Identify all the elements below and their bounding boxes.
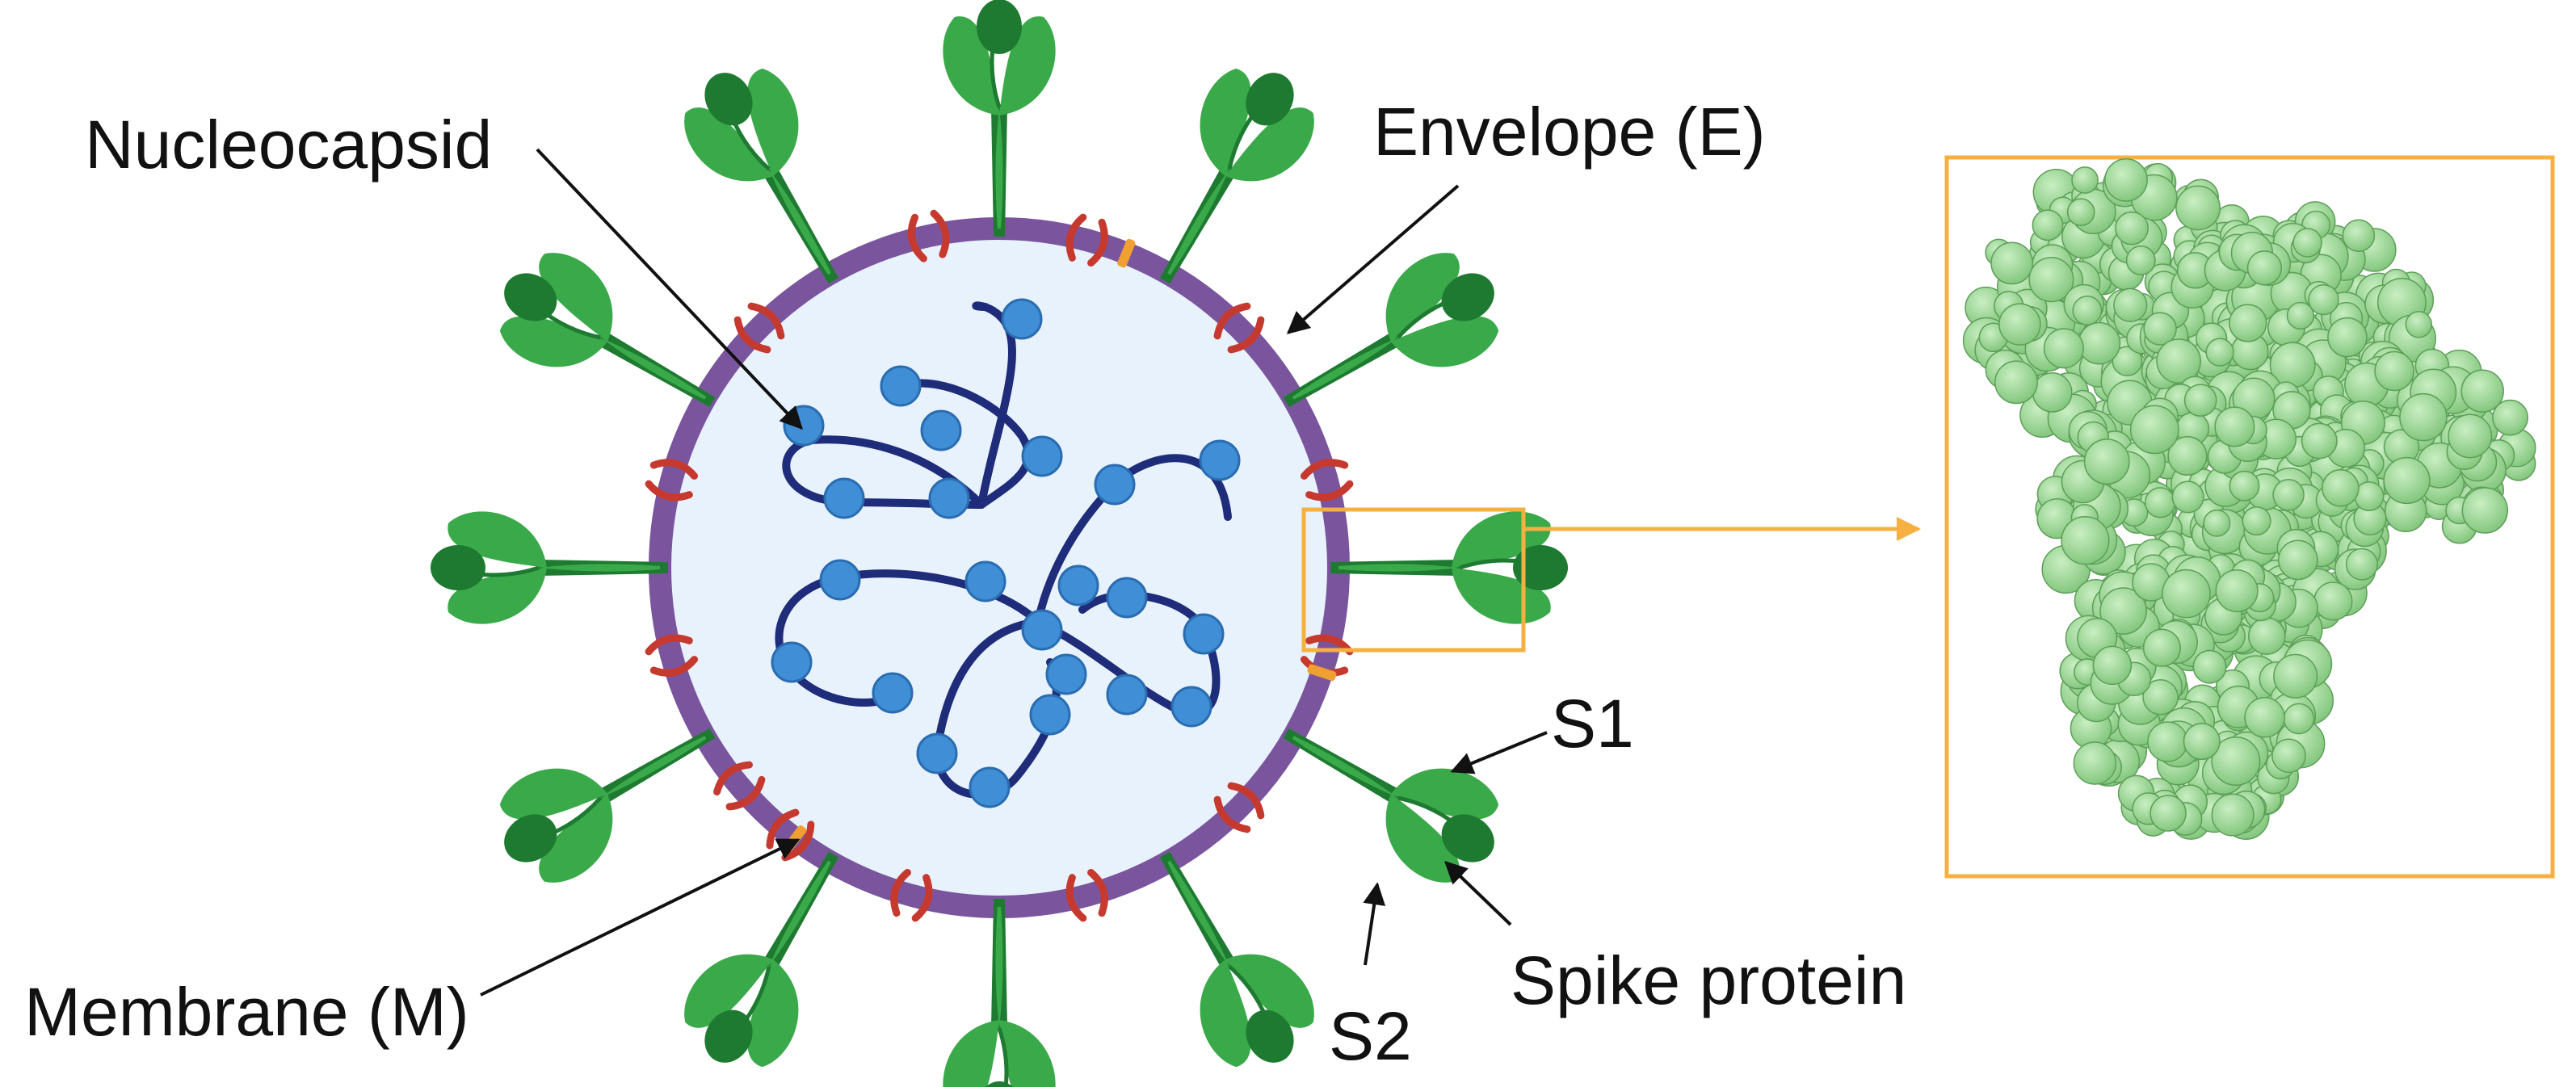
nucleocapsid-bead [819,559,861,601]
nucleocapsid-bead [1021,435,1063,477]
rna-strand [775,569,1042,707]
nucleocapsid-rna [771,298,1241,808]
spike-protein-icon [1330,511,1568,624]
spike-protein-icon [499,253,716,408]
spike-protein-icon [499,728,716,883]
spike-protein-icon [684,68,839,284]
spike-protein-icon [943,0,1056,237]
nucleocapsid-label: Nucleocapsid [85,107,492,183]
rna-strand [909,379,1032,509]
spike-protein-icon [1283,728,1499,883]
spike-highlight-box [1301,507,1526,653]
rna-strand [1034,590,1221,717]
spike-protein-icon [684,851,839,1068]
spike-protein-arrow [1443,861,1512,926]
nucleocapsid-bead [880,365,922,407]
membrane-protein [713,761,766,811]
zoom-panel [1944,155,2555,879]
rna-strand [782,435,985,509]
nucleocapsid-bead [1106,577,1148,619]
membrane-protein [645,634,699,677]
nucleocapsid-bead [1029,694,1071,736]
annotation-arrows [480,148,1548,997]
membrane-protein [733,302,785,354]
spike-protein-icon [943,899,1056,1087]
membrane-protein [1300,459,1354,502]
s1-label: S1 [1551,686,1634,762]
nucleocapsid-bead [771,641,813,683]
membrane-label: Membrane (M) [24,974,469,1050]
spike-protein-icon [1159,68,1314,284]
s1-arrow [1450,731,1548,774]
nucleocapsid-bead [1183,613,1225,655]
nucleocapsid-bead [916,732,958,774]
nucleocapsid-bead [1106,674,1148,716]
nucleocapsid-bead [823,477,865,519]
spike-protein-icon [1159,851,1314,1068]
nucleocapsid-bead [1170,686,1212,728]
membrane-protein [1065,868,1108,922]
nucleocapsid-bead [1021,609,1063,651]
spike-protein-3d-structure [1962,158,2536,840]
spike-protein-icon [431,511,668,624]
membrane-protein [1213,782,1265,833]
s2-arrow [1363,882,1386,966]
membrane-protein [1065,213,1108,267]
envelope-arrow [1286,184,1460,334]
membrane-protein [907,209,950,262]
virion [431,0,1568,1087]
membrane-protein [890,868,933,922]
envelope-protein [1117,238,1136,268]
spike-protein-icon [1283,253,1499,408]
membrane-protein [645,459,699,502]
nucleocapsid-arrow [536,148,803,430]
nucleocapsid-bead [1057,564,1099,606]
s2-label: S2 [1329,998,1412,1074]
spike-protein-label: Spike protein [1511,942,1906,1018]
spike-proteins [431,0,1568,1087]
membrane-proteins [645,209,1354,922]
nucleocapsid-bead [928,477,970,519]
membrane-protein [1213,302,1265,354]
nucleocapsid-bead [1199,439,1241,481]
nucleocapsid-bead [964,560,1006,602]
nucleocapsid-bead [1001,298,1043,340]
nucleocapsid-bead [872,672,914,714]
nucleocapsid-bead [920,409,962,451]
nucleocapsid-bead [1094,464,1136,506]
nucleocapsid-bead [969,766,1011,808]
envelope-label: Envelope (E) [1373,94,1766,170]
nucleocapsid-bead [783,405,825,447]
envelope-protein [1307,664,1337,682]
membrane-arrow [480,838,801,997]
nucleocapsid-bead [1045,653,1087,695]
